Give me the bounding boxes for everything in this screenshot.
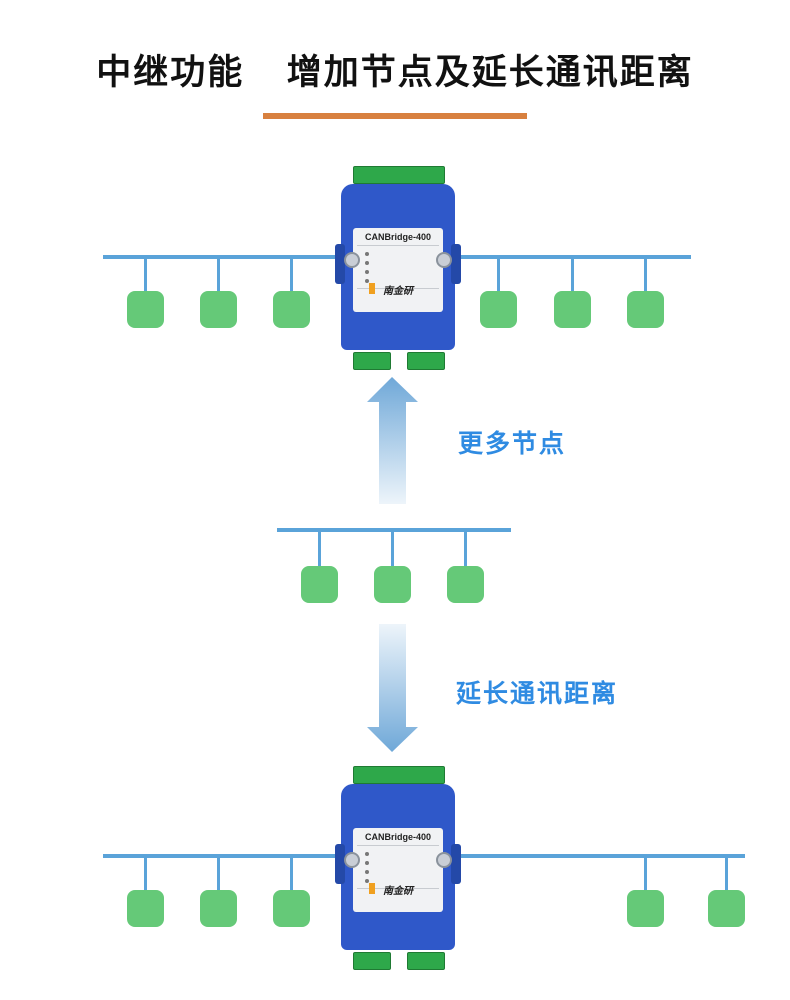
- screw-icon: [436, 852, 452, 868]
- device-side: [451, 244, 461, 284]
- middle-drop: [391, 530, 394, 568]
- device-model: CANBridge-400: [364, 232, 431, 242]
- can-node: [127, 291, 164, 328]
- device-label-panel: CANBridge-400: [353, 828, 443, 912]
- can-node: [554, 291, 591, 328]
- can-node: [447, 566, 484, 603]
- top-drop: [144, 257, 147, 293]
- up-arrow: [367, 377, 418, 504]
- terminal-block: [353, 952, 391, 970]
- can-node: [200, 291, 237, 328]
- caption-extend-distance: 延长通讯距离: [456, 679, 619, 708]
- terminal-block: [407, 952, 445, 970]
- top-drop: [290, 257, 293, 293]
- brand-logo-icon: [369, 283, 375, 294]
- middle-drop: [464, 530, 467, 568]
- caption-more-nodes: 更多节点: [458, 429, 567, 458]
- device-side: [335, 244, 345, 284]
- bottom-drop: [217, 856, 220, 892]
- can-node: [301, 566, 338, 603]
- middle-bus: [277, 528, 511, 532]
- bottom-drop: [144, 856, 147, 892]
- page-title: 中继功能 增加节点及延长通讯距离: [96, 53, 694, 93]
- screw-icon: [436, 252, 452, 268]
- title-underline: [263, 113, 527, 119]
- device-brand: 南金研: [383, 286, 413, 297]
- down-arrow: [367, 624, 418, 752]
- device-side: [335, 844, 345, 884]
- top-drop: [497, 257, 500, 293]
- can-node: [273, 890, 310, 927]
- top-bus-left: [103, 255, 343, 259]
- can-node: [627, 890, 664, 927]
- canbridge-device-top: CANBridge-400 南金研: [333, 166, 463, 370]
- top-bus-right: [457, 255, 691, 259]
- top-drop: [644, 257, 647, 293]
- bottom-bus-right: [457, 854, 745, 858]
- can-node: [708, 890, 745, 927]
- device-side: [451, 844, 461, 884]
- brand-logo-icon: [369, 883, 375, 894]
- bottom-drop: [644, 856, 647, 892]
- top-drop: [571, 257, 574, 293]
- can-node: [374, 566, 411, 603]
- screw-icon: [344, 852, 360, 868]
- top-drop: [217, 257, 220, 293]
- bottom-bus-left: [103, 854, 343, 858]
- canbridge-device-bottom: CANBridge-400 南金研: [333, 766, 463, 970]
- middle-drop: [318, 530, 321, 568]
- bottom-drop: [290, 856, 293, 892]
- screw-icon: [344, 252, 360, 268]
- can-node: [200, 890, 237, 927]
- device-model: CANBridge-400: [364, 832, 431, 842]
- can-node: [127, 890, 164, 927]
- bottom-drop: [725, 856, 728, 892]
- can-node: [627, 291, 664, 328]
- device-brand: 南金研: [383, 886, 413, 897]
- terminal-block: [353, 352, 391, 370]
- terminal-block: [407, 352, 445, 370]
- device-label-panel: CANBridge-400: [353, 228, 443, 312]
- can-node: [480, 291, 517, 328]
- terminal-block: [353, 766, 445, 784]
- can-node: [273, 291, 310, 328]
- terminal-block: [353, 166, 445, 184]
